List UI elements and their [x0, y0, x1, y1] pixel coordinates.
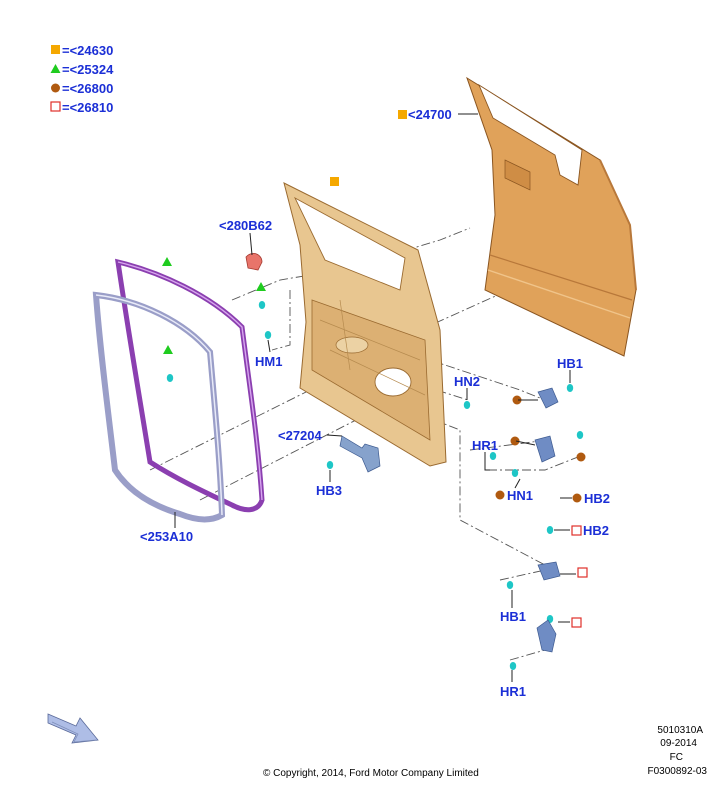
markers	[162, 110, 588, 628]
red-open-square-icon	[571, 525, 582, 536]
brown-circle-icon	[572, 493, 582, 503]
orange-square-icon	[330, 177, 339, 186]
door-check-arm	[339, 435, 381, 473]
label-hb3: HB3	[316, 483, 342, 498]
label-outer-panel: <24700	[408, 107, 452, 122]
footer-ref: F0300892-03	[648, 766, 708, 777]
label-check-arm: <27204	[278, 428, 323, 443]
footer: 5010310A 09-2014 FC F0300892-03 © Copyri…	[263, 725, 707, 779]
brown-circle-icon	[510, 436, 520, 446]
label-hr1-lower: HR1	[500, 684, 526, 699]
hinges	[534, 387, 561, 653]
inner-door-frame	[283, 182, 447, 467]
green-triangle-icon	[162, 257, 172, 266]
brown-circle-icon	[576, 452, 586, 462]
label-hm1: HM1	[255, 354, 282, 369]
label-hn2: HN2	[454, 374, 480, 389]
footer-copyright: © Copyright, 2014, Ford Motor Company Li…	[263, 768, 479, 779]
door-seal-purple	[114, 258, 265, 513]
red-open-square-icon	[577, 567, 588, 578]
label-hb2-top: HB2	[584, 491, 610, 506]
handle-bracket-part	[245, 252, 263, 271]
legend-text-26810: =<26810	[62, 100, 113, 115]
label-hb1-lower: HB1	[500, 609, 526, 624]
outer-door-panel	[466, 76, 637, 357]
part-labels: <24700 <280B62 HM1 <253A10 <27204 HB3 HN…	[140, 107, 610, 699]
label-hb1-top: HB1	[557, 356, 583, 371]
brown-circle-icon	[495, 490, 505, 500]
legend: =<24630 =<25324 =<26800 =<26810	[50, 43, 114, 115]
label-hb2-lower: HB2	[583, 523, 609, 538]
direction-arrow-icon	[47, 713, 99, 744]
red-open-square-icon	[50, 101, 61, 112]
legend-text-25324: =<25324	[62, 62, 114, 77]
legend-text-26800: =<26800	[62, 81, 113, 96]
legend-text-24630: =<24630	[62, 43, 113, 58]
footer-region: FC	[670, 752, 683, 763]
label-hr1-top: HR1	[472, 438, 498, 453]
label-seal: <253A10	[140, 529, 193, 544]
green-triangle-icon	[256, 282, 266, 291]
brown-circle-icon	[51, 83, 60, 93]
door-seal-grey	[92, 291, 226, 523]
footer-code: 5010310A	[657, 725, 703, 736]
orange-square-icon	[398, 110, 407, 119]
label-hn1: HN1	[507, 488, 533, 503]
green-triangle-icon	[50, 64, 61, 73]
orange-square-icon	[51, 45, 60, 54]
red-open-square-icon	[571, 617, 582, 628]
brown-circle-icon	[512, 395, 522, 405]
clips	[166, 301, 584, 670]
leader-lines	[174, 113, 576, 682]
green-triangle-icon	[163, 345, 173, 354]
footer-date: 09-2014	[660, 738, 697, 749]
label-handle-bracket: <280B62	[219, 218, 272, 233]
